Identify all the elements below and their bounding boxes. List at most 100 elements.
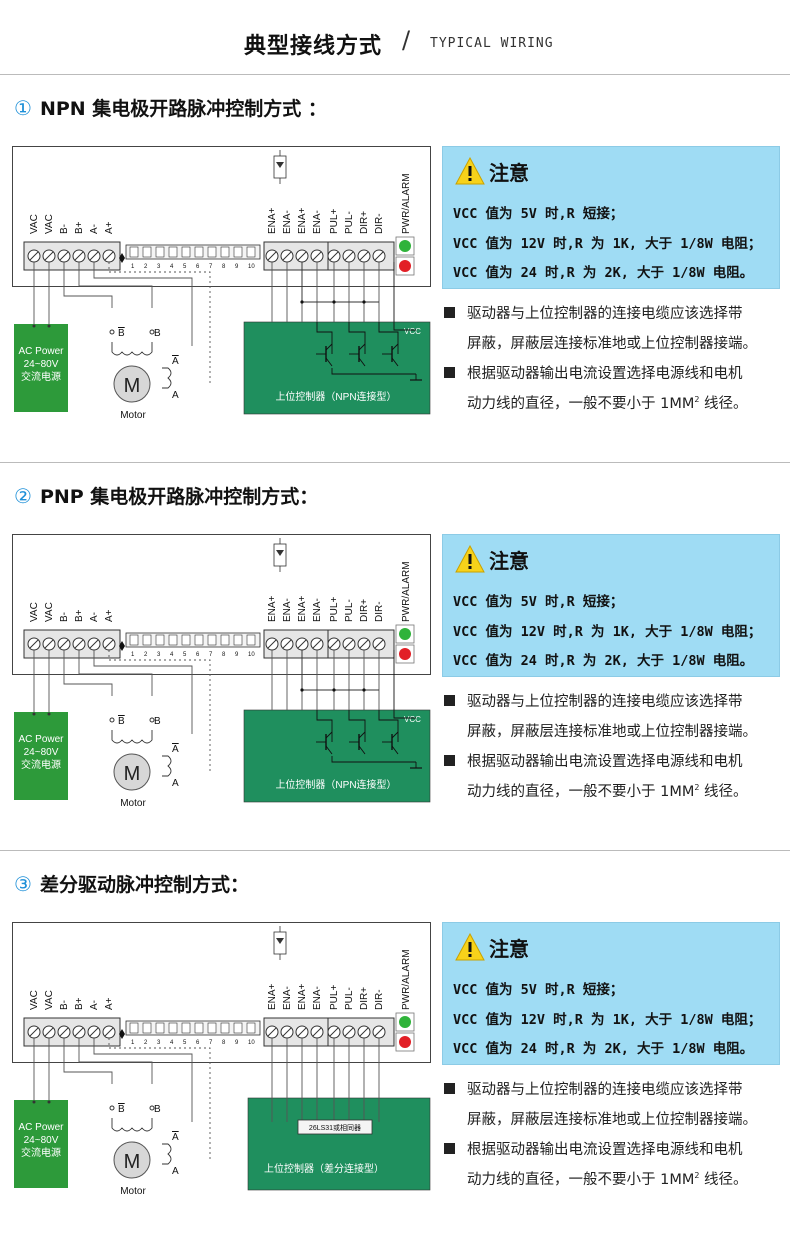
- terminal-screw-slot: [59, 1027, 69, 1037]
- dip-switch-number: 9: [235, 652, 239, 658]
- dip-switch-key: [155, 246, 165, 258]
- bullet-text-cont: 屏蔽，屏蔽层连接标准地或上位控制器接端。: [467, 724, 757, 740]
- controller-box: [243, 321, 431, 415]
- bullet-item: 驱动器与上位控制器的连接电缆应该选择带: [444, 1078, 743, 1099]
- wire: [93, 262, 193, 346]
- terminal-screw-slot: [374, 639, 384, 649]
- terminal-screw-slot: [344, 251, 354, 261]
- terminal-screw-slot: [312, 251, 322, 261]
- ac-power-label: 24~80V: [24, 1135, 59, 1146]
- dip-switch-key: [207, 1022, 217, 1034]
- dip-switch-key: [194, 1022, 204, 1034]
- wire: [78, 1038, 153, 1084]
- dip-switch-number: 3: [157, 264, 161, 270]
- terminal-label: A-: [89, 1000, 100, 1010]
- terminal-label: DIR+: [359, 599, 370, 622]
- terminal-screw-slot: [89, 639, 99, 649]
- dip-switch-number: 10: [248, 264, 255, 270]
- wire: [331, 368, 416, 375]
- terminal-screw-slot: [344, 639, 354, 649]
- dip-switch-number: 2: [144, 652, 148, 658]
- transistor-icon: [325, 343, 333, 351]
- terminal-screw-slot: [104, 1027, 114, 1037]
- bullet-text: 线径。: [699, 396, 748, 412]
- arrow-icon: [119, 258, 125, 263]
- terminal-label: ENA-: [282, 210, 293, 234]
- dip-switch-number: 9: [235, 264, 239, 270]
- dip-switch-number: 1: [131, 264, 135, 270]
- section-title-text: 差分驱动脉冲控制方式：: [39, 874, 249, 896]
- vcc-label: VCC: [404, 715, 421, 724]
- dip-switch-key: [207, 634, 217, 646]
- terminal-label: PUL-: [344, 211, 355, 234]
- bullet-item: 根据驱动器输出电流设置选择电源线和电机: [444, 362, 743, 383]
- bullet-item: 驱动器与上位控制器的连接电缆应该选择带: [444, 302, 743, 323]
- terminal-screw-slot: [44, 251, 54, 261]
- note-box: 注意 VCC 值为 5V 时,R 短接； VCC 值为 12V 时,R 为 1K…: [442, 146, 780, 289]
- dip-switch-key: [142, 1022, 152, 1034]
- arrow-icon: [119, 253, 125, 258]
- terminal-screw-slot: [312, 639, 322, 649]
- bullet-item: 根据驱动器输出电流设置选择电源线和电机: [444, 750, 743, 771]
- wire-node: [109, 1105, 115, 1111]
- terminal-screw-slot: [329, 639, 339, 649]
- motor-label: Motor: [120, 1186, 146, 1197]
- pwr-alarm-label: PWR/ALARM: [401, 173, 412, 234]
- led-red-icon: [399, 260, 411, 272]
- dip-switch-key: [220, 1022, 230, 1034]
- terminal-label: VAC: [44, 990, 55, 1010]
- wire-node: [149, 329, 155, 335]
- dip-switch-key: [168, 246, 178, 258]
- terminal-label: VAC: [44, 214, 55, 234]
- diode-icon: [276, 162, 284, 168]
- ac-power-box: [14, 1100, 68, 1188]
- dip-switch-number: 7: [209, 1040, 213, 1046]
- bullet-text: 动力线的直径，一般不要小于 1MM: [467, 396, 695, 412]
- terminal-label: DIR-: [374, 213, 385, 234]
- ac-power-label: AC Power: [18, 734, 64, 745]
- wire: [378, 710, 399, 742]
- terminal-screw-slot: [267, 251, 277, 261]
- bullet-square-icon: [444, 695, 455, 706]
- dip-switch-key: [129, 634, 139, 646]
- terminal-label: PUL+: [329, 597, 340, 622]
- title-slash: /: [402, 26, 411, 54]
- terminal-screw-slot: [374, 251, 384, 261]
- wire: [331, 756, 416, 763]
- dip-switch-number: 8: [222, 652, 226, 658]
- terminal-label: VAC: [29, 602, 40, 622]
- wire: [93, 1038, 193, 1122]
- controller-box: [247, 1097, 431, 1191]
- wire: [108, 1038, 211, 1162]
- ac-power-label: AC Power: [18, 1122, 64, 1133]
- wire: [63, 262, 113, 308]
- coil-label: A: [172, 778, 179, 789]
- page-header: 典型接线方式 / TYPICAL WIRING: [0, 0, 790, 74]
- transistor-icon: [391, 745, 399, 755]
- wire: [316, 322, 333, 354]
- dip-switch-number: 6: [196, 1040, 200, 1046]
- dip-switch-number: 5: [183, 652, 187, 658]
- dip-switch-key: [155, 634, 165, 646]
- bullet-text-cont: 动力线的直径，一般不要小于 1MM2 线径。: [467, 780, 748, 801]
- chip-icon: [297, 1119, 373, 1135]
- bullet-square-icon: [444, 307, 455, 318]
- coil-label: B: [118, 1104, 125, 1115]
- led-green-icon: [399, 240, 411, 252]
- wire-node: [32, 1100, 36, 1104]
- dip-switch-number: 8: [222, 264, 226, 270]
- terminal-label: ENA+: [267, 983, 278, 1010]
- led-green-icon: [399, 1016, 411, 1028]
- note-line: VCC 值为 24 时,R 为 2K, 大于 1/8W 电阻。: [453, 265, 754, 281]
- note-box: 注意 VCC 值为 5V 时,R 短接； VCC 值为 12V 时,R 为 1K…: [442, 534, 780, 677]
- terminal-label: PUL+: [329, 209, 340, 234]
- wire-node: [32, 712, 36, 716]
- motor-coil: [162, 755, 172, 777]
- warning-icon: [455, 933, 485, 961]
- terminal-label: VAC: [44, 602, 55, 622]
- bullet-text: 线径。: [699, 784, 748, 800]
- motor-letter: M: [124, 375, 141, 397]
- transistor-icon: [325, 745, 333, 755]
- warning-icon: [455, 545, 485, 573]
- coil-label: B: [154, 1104, 161, 1115]
